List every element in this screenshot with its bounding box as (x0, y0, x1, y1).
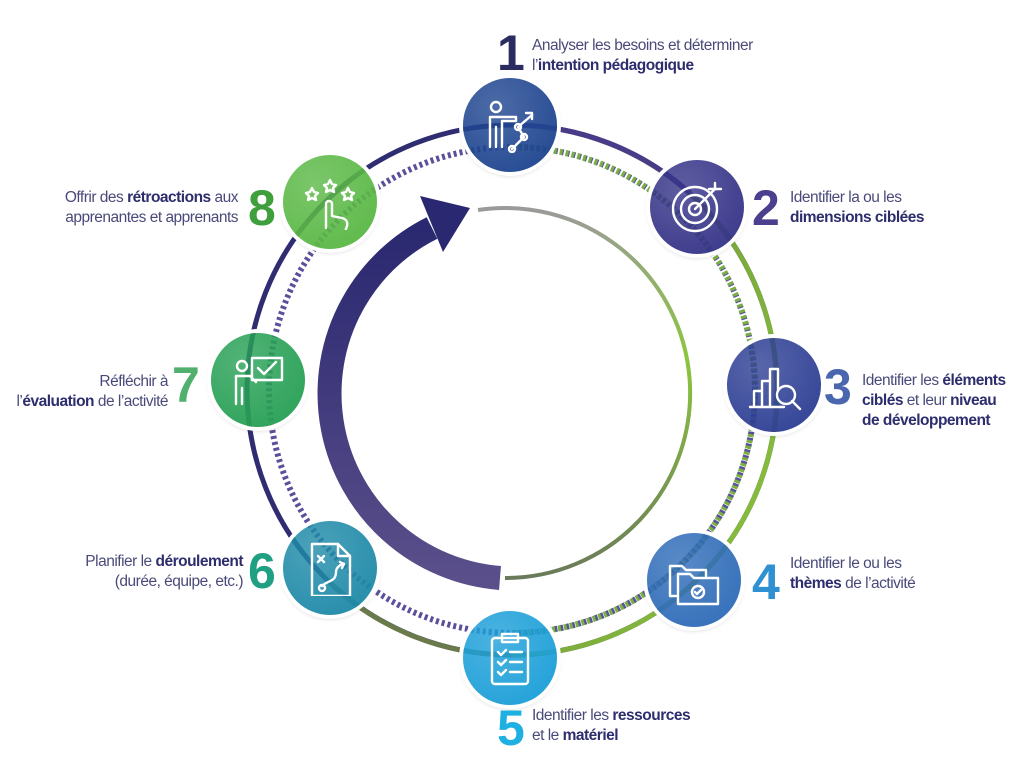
label-line: de développement (862, 411, 1006, 431)
label-line: Identifier les éléments (862, 371, 1006, 391)
label-bold-text: éléments (942, 372, 1006, 389)
label-text: l’ (532, 57, 538, 74)
label-line: thèmes de l’activité (790, 574, 916, 594)
label-bold-text: ciblés (862, 392, 903, 409)
teacher-pointing-chart-icon (488, 100, 534, 153)
step-3-number: 3 (824, 359, 852, 415)
label-text: Identifier le ou les (790, 555, 902, 572)
step-7-number: 7 (172, 357, 200, 413)
label-bold-text: rétroactions (127, 189, 211, 206)
step-4-node (647, 533, 741, 627)
clipboard-checklist-icon (490, 632, 530, 686)
label-text: Offrir des (64, 189, 128, 206)
inner-thin-ring (477, 206, 693, 580)
label-bold-text: ressources (612, 707, 691, 724)
label-line: l’évaluation de l’activité (16, 392, 168, 412)
step-5-node (463, 611, 557, 705)
label-line: dimensions ciblées (790, 208, 925, 228)
label-text: de l’activité (841, 575, 916, 592)
folder-check-icon (668, 564, 720, 606)
label-line: (durée, équipe, etc.) (85, 572, 244, 592)
step-7-node (211, 333, 305, 427)
step-1-node (463, 78, 557, 172)
step-2-label: Identifier la ou les dimensions ciblées (790, 188, 925, 228)
step-1-number: 1 (497, 25, 525, 81)
label-bold-text: de développement (862, 412, 991, 429)
arrow-head (420, 196, 470, 252)
step-4-number: 4 (752, 554, 780, 610)
label-bold-text: thèmes (790, 575, 842, 592)
label-text: de l’activité (94, 393, 169, 410)
step-4-label: Identifier le ou les thèmes de l’activité (790, 554, 916, 594)
label-text: apprenantes et apprenants (65, 209, 238, 226)
step-5-number: 5 (497, 700, 525, 756)
label-bold-text: intention pédagogique (537, 57, 694, 74)
game-plan-icon (310, 542, 352, 596)
label-text: Planifier le (85, 553, 156, 570)
step-7-label: Réfléchir à l’évaluation de l’activité (16, 372, 168, 412)
label-line: Offrir des rétroactions aux (64, 188, 239, 208)
label-bold-text: niveau (950, 392, 997, 409)
label-text: Identifier la ou les (790, 189, 902, 206)
label-line: l’intention pédagogique (532, 56, 753, 76)
cycle-arrow (317, 217, 501, 590)
step-2-number: 2 (752, 180, 780, 236)
label-bold-text: matériel (562, 727, 619, 744)
label-line: apprenantes et apprenants (65, 208, 238, 228)
label-text: Identifier les (862, 372, 943, 389)
step-3-node (727, 338, 821, 432)
label-text: Analyser les besoins et déterminer (532, 37, 753, 54)
label-line: Réfléchir à (16, 372, 168, 392)
label-text: aux (210, 189, 238, 206)
label-text: (durée, équipe, etc.) (114, 573, 244, 590)
label-text: et leur (902, 392, 951, 409)
bar-chart-magnifier-icon (748, 367, 802, 411)
label-bold-text: évaluation (22, 393, 95, 410)
step-8-node (283, 155, 377, 249)
step-8-number: 8 (248, 180, 276, 236)
label-line: Identifier la ou les (790, 188, 924, 208)
step-1-label: Analyser les besoins et déterminer l’inte… (532, 36, 753, 76)
step-6-node (283, 521, 377, 615)
label-line: Identifier les ressources (532, 706, 691, 726)
teacher-board-icon (234, 356, 284, 406)
label-bold-text: dimensions ciblées (790, 209, 925, 226)
step-6-number: 6 (248, 543, 276, 599)
stars-rating-hand-icon (304, 178, 356, 230)
label-text: l’ (16, 393, 23, 410)
label-line: ciblés et leur niveau (862, 391, 1006, 411)
target-icon (671, 181, 723, 233)
label-line: Analyser les besoins et déterminer (532, 36, 753, 56)
dotted-ring-right (511, 144, 759, 636)
label-line: Identifier le ou les (790, 554, 915, 574)
label-text: Réfléchir à (99, 373, 168, 390)
label-line: Planifier le déroulement (85, 552, 243, 572)
label-line: et le matériel (532, 726, 690, 746)
label-text: Identifier les (532, 707, 613, 724)
label-bold-text: déroulement (155, 553, 243, 570)
label-text: et le (532, 727, 563, 744)
step-2-node (650, 160, 744, 254)
step-6-label: Planifier le déroulement(durée, équipe, … (85, 552, 243, 592)
